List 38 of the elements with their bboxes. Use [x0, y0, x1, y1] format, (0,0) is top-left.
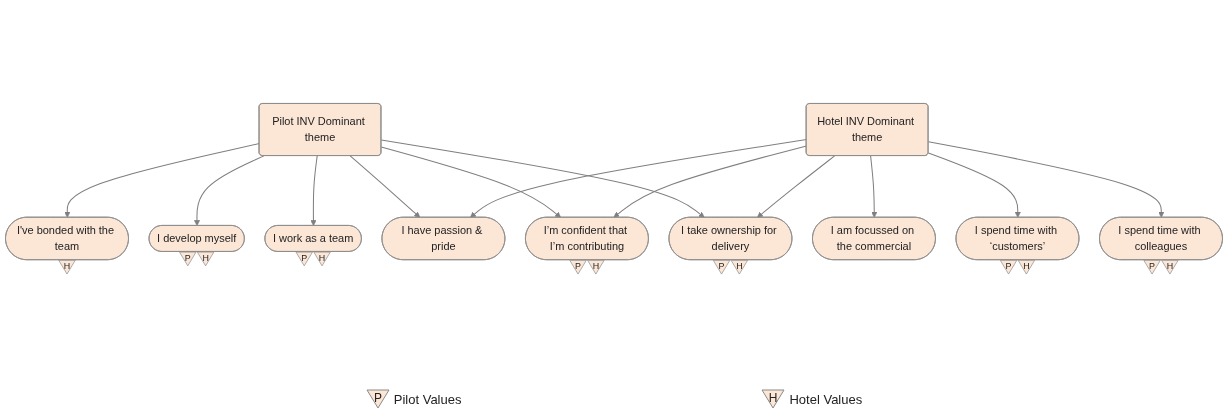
value-ellipse: I’m confident that I’m contributing: [525, 216, 649, 260]
legend-text: Pilot Values: [393, 391, 462, 407]
arrow: [927, 140, 1165, 218]
arrow: [380, 146, 562, 218]
value-marker-icon: P: [179, 251, 197, 266]
arrow: [193, 154, 265, 226]
value-marker-icon: P: [1000, 259, 1018, 274]
arrow: [613, 144, 807, 218]
value-ellipse: I am focussed on the commercial: [812, 216, 936, 260]
arrow: [310, 154, 318, 226]
value-marker-icon: H: [587, 259, 605, 274]
value-ellipse: I spend time with colleagues: [1099, 216, 1223, 260]
arrow: [469, 138, 807, 218]
arrow: [349, 154, 421, 218]
theme-box: Pilot INV Dominant theme: [258, 102, 382, 156]
value-marker-icon: H: [58, 259, 76, 274]
arrow: [927, 151, 1021, 218]
value-marker-icon: P: [1143, 259, 1161, 274]
arrow: [380, 138, 705, 218]
value-marker-icon: H: [313, 251, 331, 266]
value-marker-icon: P: [712, 259, 731, 274]
value-ellipse: I take ownership for delivery: [668, 216, 793, 260]
arrow: [64, 142, 260, 218]
value-marker-icon: H: [730, 259, 748, 274]
value-marker-icon: H: [197, 251, 215, 266]
value-marker-icon: H: [761, 389, 786, 409]
arrow: [757, 154, 836, 218]
value-marker-icon: H: [1161, 259, 1179, 274]
value-ellipse: I spend time with ‘customers’: [955, 216, 1080, 260]
theme-box: Hotel INV Dominant theme: [805, 102, 929, 156]
value-ellipse: I've bonded with the team: [5, 216, 129, 260]
value-marker-icon: P: [569, 259, 587, 274]
value-marker-icon: H: [1017, 259, 1035, 274]
value-marker-icon: P: [295, 251, 313, 266]
value-ellipse: I have passion & pride: [381, 216, 506, 260]
arrow: [870, 154, 878, 218]
legend-text: Hotel Values: [789, 391, 863, 407]
value-marker-icon: P: [365, 389, 390, 409]
